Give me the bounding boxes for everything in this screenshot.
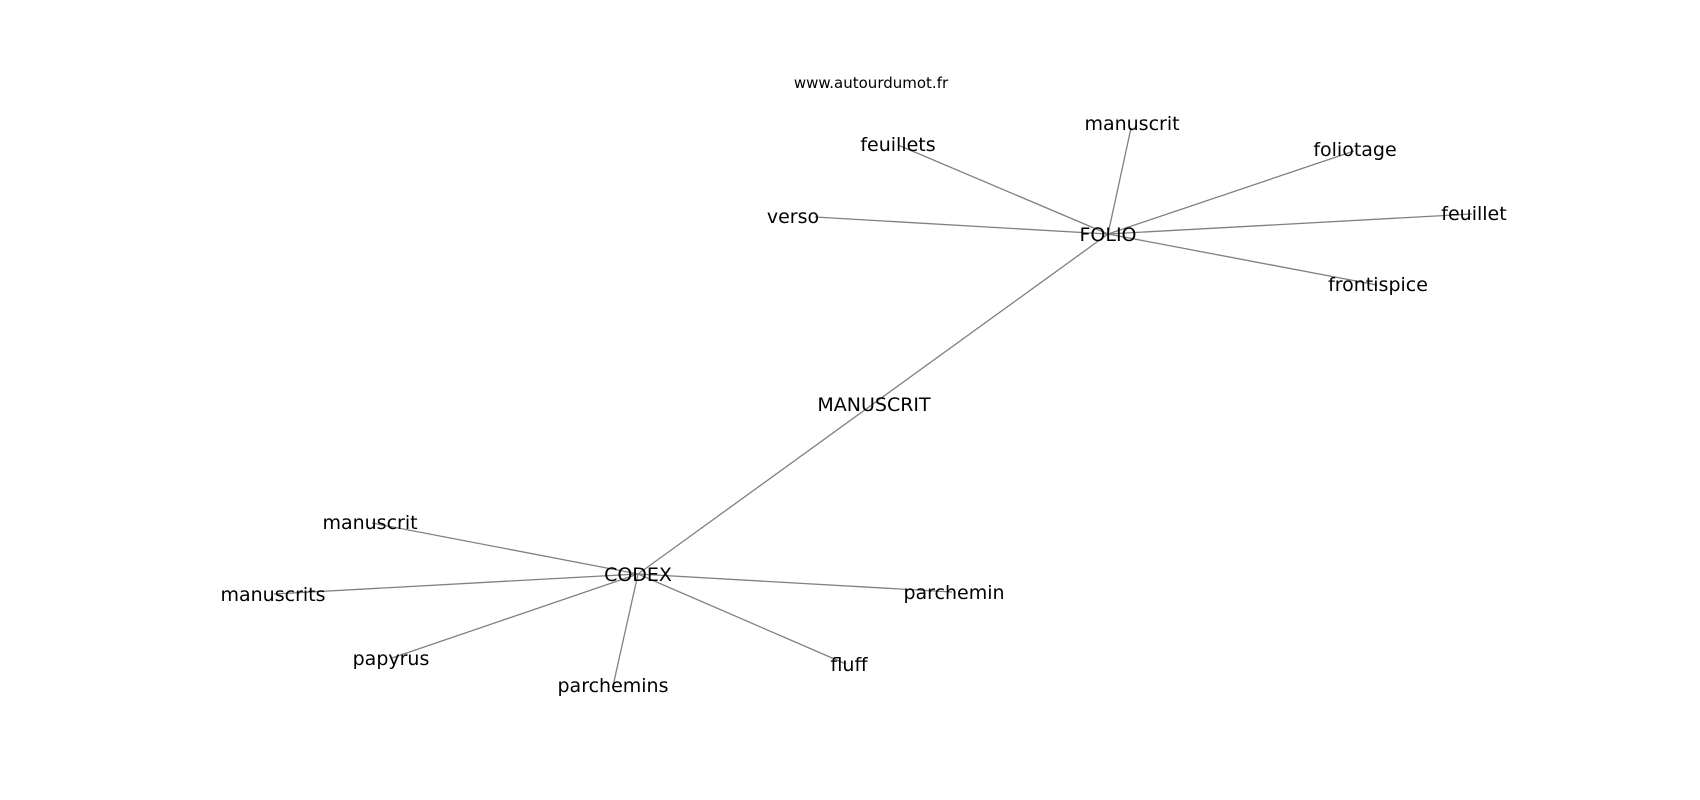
word-label: feuillets (860, 134, 935, 156)
edge-codex-fluff (637, 573, 847, 665)
word-label: parchemin (903, 582, 1004, 604)
labels: www.autourdumot.fr MANUSCRIT FOLIO CODEX… (220, 74, 1506, 697)
edge-folio-verso (814, 216, 1109, 235)
edge-folio-manuscrit (1107, 127, 1132, 235)
edge-folio-feuillets (897, 144, 1109, 235)
word-label: papyrus (353, 648, 430, 670)
word-label: verso (767, 206, 819, 228)
word-label: manuscrits (220, 584, 325, 606)
edge-codex-manuscrits (273, 573, 639, 595)
edges (273, 127, 1473, 687)
edge-codex-papyrus (391, 573, 639, 659)
edge-codex-manuscrit (371, 522, 639, 575)
edge-codex-parchemin (637, 573, 953, 593)
edge-folio-foliotage (1107, 150, 1355, 235)
word-label: fluff (830, 654, 868, 676)
word-label: manuscrit (1084, 113, 1179, 135)
center-label: MANUSCRIT (817, 394, 931, 416)
hub-label-folio: FOLIO (1079, 224, 1136, 246)
edge-folio-feuillet (1107, 213, 1473, 235)
word-label: feuillet (1441, 203, 1506, 225)
website-label: www.autourdumot.fr (794, 74, 949, 92)
word-label: manuscrit (322, 512, 417, 534)
word-label: parchemins (557, 675, 668, 697)
word-label: frontispice (1328, 274, 1428, 296)
edge-folio-frontispice (1107, 233, 1378, 286)
word-label: foliotage (1313, 139, 1396, 161)
hub-label-codex: CODEX (604, 564, 672, 586)
edge-folio-codex (637, 233, 1109, 575)
edge-codex-parchemins (612, 573, 639, 687)
